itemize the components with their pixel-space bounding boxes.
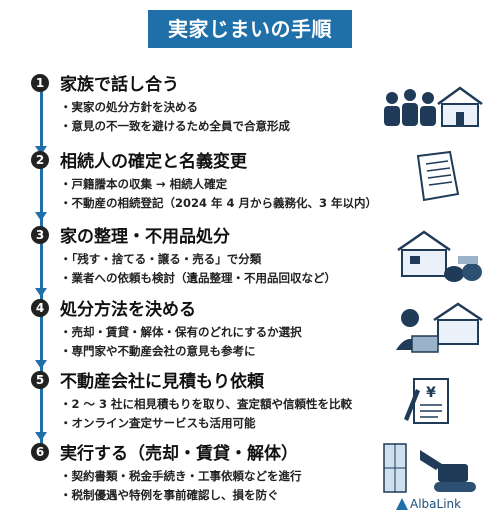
step-title: 相続人の確定と名義変更 [60,152,247,172]
step-bullets: ・実家の処分方針を決める ・意見の不一致を避けるため全員で合意形成 [60,98,290,136]
timeline-line [40,88,43,452]
step-bullets: ・戸籍謄本の収集 → 相続人確定 ・不動産の相続登記（2024 年 4 月から義… [60,175,377,213]
step-bullets: ・「残す・捨てる・譲る・売る」で分類 ・業者への依頼も検討（遺品整理・不用品回収… [60,250,336,288]
list-item: ・意見の不一致を避けるため全員で合意形成 [60,119,290,133]
list-item: ・売却・賃貸・解体・保有のどれにするか選択 [60,325,302,339]
arrow-down-icon [35,146,47,155]
list-item: ・税制優遇や特例を事前確認し、損を防ぐ [60,488,279,502]
step-number: 6 [31,443,49,461]
list-item: ・「残す・捨てる・譲る・売る」で分類 [60,252,262,266]
list-item: ・実家の処分方針を決める [60,100,198,114]
step-number: 5 [31,371,49,389]
document-icon [416,150,460,202]
list-item: ・オンライン査定サービスも活用可能 [60,416,256,430]
yen-estimate-icon: ¥ [404,378,449,424]
arrow-down-icon [35,360,47,369]
arrow-down-icon [35,288,47,297]
albalink-logo-icon [396,498,408,510]
list-item: ・業者への依頼も検討（遺品整理・不用品回収など） [60,271,336,285]
arrow-down-icon [35,432,47,441]
step-number: 4 [31,299,49,317]
step-title: 不動産会社に見積もり依頼 [60,372,264,392]
svg-text:¥: ¥ [426,385,436,401]
step-number: 2 [31,151,49,169]
step-number: 3 [31,226,49,244]
step-title: 家族で話し合う [60,75,179,95]
list-item: ・契約書類・税金手続き・工事依頼などを進行 [60,469,302,483]
step-title: 家の整理・不用品処分 [60,227,230,247]
step-title: 実行する（売却・賃貸・解体） [60,444,298,464]
step-bullets: ・売却・賃貸・解体・保有のどれにするか選択 ・専門家や不動産会社の意見も参考に [60,323,302,361]
brand-logo-text: AlbaLink [410,497,462,511]
excavator-building-icon [383,443,476,493]
page-title: 実家じまいの手順 [148,10,352,48]
list-item: ・戸籍謄本の収集 → 相続人確定 [60,177,228,191]
step-number: 1 [31,74,49,92]
person-laptop-house-icon [396,302,483,353]
list-item: ・2 ～ 3 社に相見積もりを取り、査定額や信頼性を比較 [60,397,353,411]
family-house-icon [384,86,483,127]
step-bullets: ・契約書類・税金手続き・工事依頼などを進行 ・税制優遇や特例を事前確認し、損を防… [60,467,302,505]
step-bullets: ・2 ～ 3 社に相見積もりを取り、査定額や信頼性を比較 ・オンライン査定サービ… [60,395,352,433]
list-item: ・専門家や不動産会社の意見も参考に [60,344,256,358]
house-trash-icon [397,230,482,282]
step-title: 処分方法を決める [60,300,196,320]
list-item: ・不動産の相続登記（2024 年 4 月から義務化、3 年以内） [60,196,378,210]
arrow-down-icon [35,212,47,221]
